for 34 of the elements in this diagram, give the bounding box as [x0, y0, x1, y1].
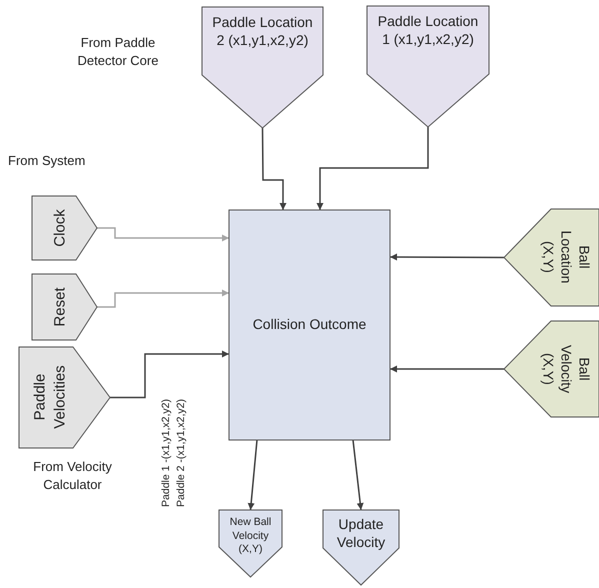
input-pentagon [202, 7, 323, 128]
arrow [97, 227, 229, 242]
input-pentagon [504, 321, 599, 417]
output-pentagon [219, 510, 282, 577]
output-pentagon [323, 510, 399, 585]
input-pentagon [19, 347, 110, 448]
input-pentagon [504, 209, 599, 306]
arrow [390, 366, 504, 372]
node-label: New Ball Velocity (X,Y) [228, 516, 272, 557]
arrow [262, 128, 286, 210]
input-pentagon [32, 196, 97, 260]
node-label: Collision Outcome [252, 315, 368, 334]
note-label: Paddle 2 -(x1,y1,x2,y2) [174, 399, 188, 507]
arrow [248, 440, 258, 510]
arrow [352, 440, 364, 510]
node-label: Paddle Location 2 (x1,y1,x2,y2) [211, 13, 314, 50]
arrow [97, 290, 229, 308]
note-label: From Paddle Detector Core [76, 34, 160, 70]
node-label: Ball Velocity (X,Y) [538, 344, 594, 396]
note-label: From Velocity Calculator [32, 458, 113, 494]
note-label: Paddle 1 -(x1,y1,x2,y2) [158, 399, 173, 507]
node-label: Clock [50, 208, 70, 249]
note-label: From System [8, 152, 86, 170]
arrow [110, 350, 229, 398]
arrow [316, 127, 429, 210]
node-label: Reset [50, 286, 70, 329]
node-label: Paddle Location 1 (x1,y1,x2,y2) [376, 12, 480, 48]
arrow [390, 254, 504, 261]
input-pentagon [367, 6, 489, 127]
node-label: Paddle Velocities [30, 364, 69, 431]
node-label: Update Velocity [336, 515, 386, 552]
node-label: Ball Location (X,Y) [538, 230, 594, 286]
input-pentagon [32, 274, 97, 340]
process-box [229, 210, 390, 440]
